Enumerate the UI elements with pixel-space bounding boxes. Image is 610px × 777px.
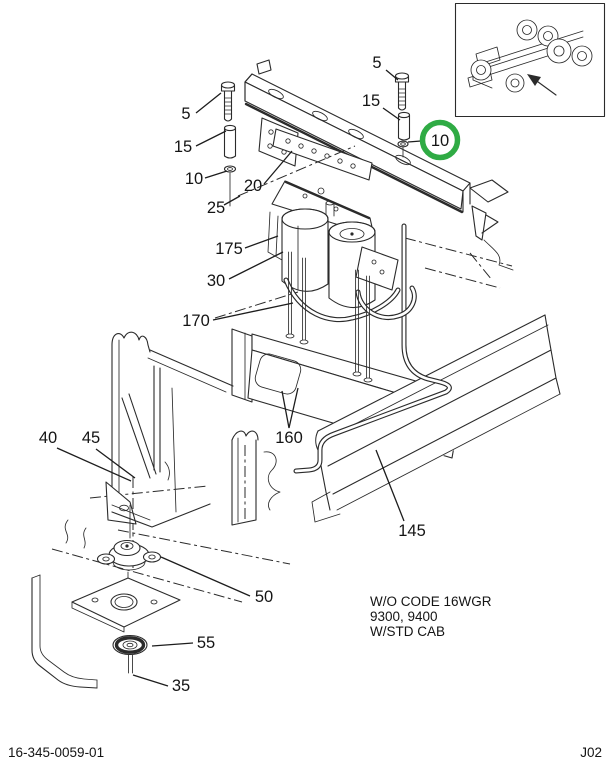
callout-50: 50 bbox=[255, 588, 273, 606]
cab-mount-50 bbox=[96, 504, 162, 601]
callout-labels: 5 15 10 25 20 5 15 10 175 30 170 160 40 … bbox=[39, 54, 449, 695]
spacer-15-left bbox=[223, 124, 237, 159]
heater-assembly bbox=[267, 180, 417, 323]
spacer-15-right bbox=[397, 111, 411, 141]
callout-5-left: 5 bbox=[181, 105, 190, 123]
note-line-1: W/O CODE 16WGR bbox=[370, 594, 492, 609]
washer-55 bbox=[112, 634, 148, 674]
bolt-5-right bbox=[394, 72, 410, 111]
revision-code: J02 bbox=[580, 745, 602, 760]
mount-plate-20 bbox=[272, 128, 373, 181]
cab-bracket-tower bbox=[64, 331, 234, 549]
callout-35: 35 bbox=[172, 677, 190, 695]
truck-chassis-icon bbox=[467, 19, 593, 93]
bolt-5-left bbox=[220, 81, 236, 122]
washer-10-left bbox=[223, 165, 237, 207]
vehicle-locator-thumbnail bbox=[454, 2, 606, 118]
tube bbox=[293, 223, 452, 474]
floor-flange-cutouts bbox=[231, 430, 281, 526]
callout-10-left: 10 bbox=[185, 170, 203, 188]
figure-number: 16-345-0059-01 bbox=[8, 745, 104, 760]
callout-25: 25 bbox=[207, 199, 225, 217]
highlight-circle-10 bbox=[419, 119, 461, 161]
callout-55: 55 bbox=[197, 634, 215, 652]
upper-sill-assembly bbox=[244, 59, 514, 271]
centerlines bbox=[51, 145, 513, 603]
callout-40: 40 bbox=[39, 429, 57, 447]
note-line-2: 9300, 9400 bbox=[370, 609, 438, 624]
application-note: W/O CODE 16WGR 9300, 9400 W/STD CAB bbox=[370, 594, 492, 639]
washer-10-right bbox=[397, 140, 409, 158]
callout-15-right: 15 bbox=[362, 92, 380, 110]
angle-bracket bbox=[31, 574, 98, 689]
callout-10-highlighted: 10 bbox=[431, 132, 449, 150]
callout-160: 160 bbox=[275, 429, 303, 447]
callout-5-right: 5 bbox=[372, 54, 381, 72]
leader-lines bbox=[56, 69, 422, 687]
callout-45: 45 bbox=[82, 429, 100, 447]
locator-arrow-icon bbox=[527, 74, 557, 96]
mounting-studs bbox=[285, 251, 373, 383]
callout-145: 145 bbox=[398, 522, 426, 540]
footer: 16-345-0059-01 J02 bbox=[8, 745, 602, 760]
frame-rail-145 bbox=[311, 314, 561, 523]
callout-170: 170 bbox=[182, 312, 210, 330]
callout-20: 20 bbox=[244, 177, 262, 195]
mount-base-plate bbox=[71, 577, 181, 633]
callout-15-left: 15 bbox=[174, 138, 192, 156]
callout-30: 30 bbox=[207, 272, 225, 290]
callout-175: 175 bbox=[215, 240, 243, 258]
note-line-3: W/STD CAB bbox=[370, 624, 445, 639]
